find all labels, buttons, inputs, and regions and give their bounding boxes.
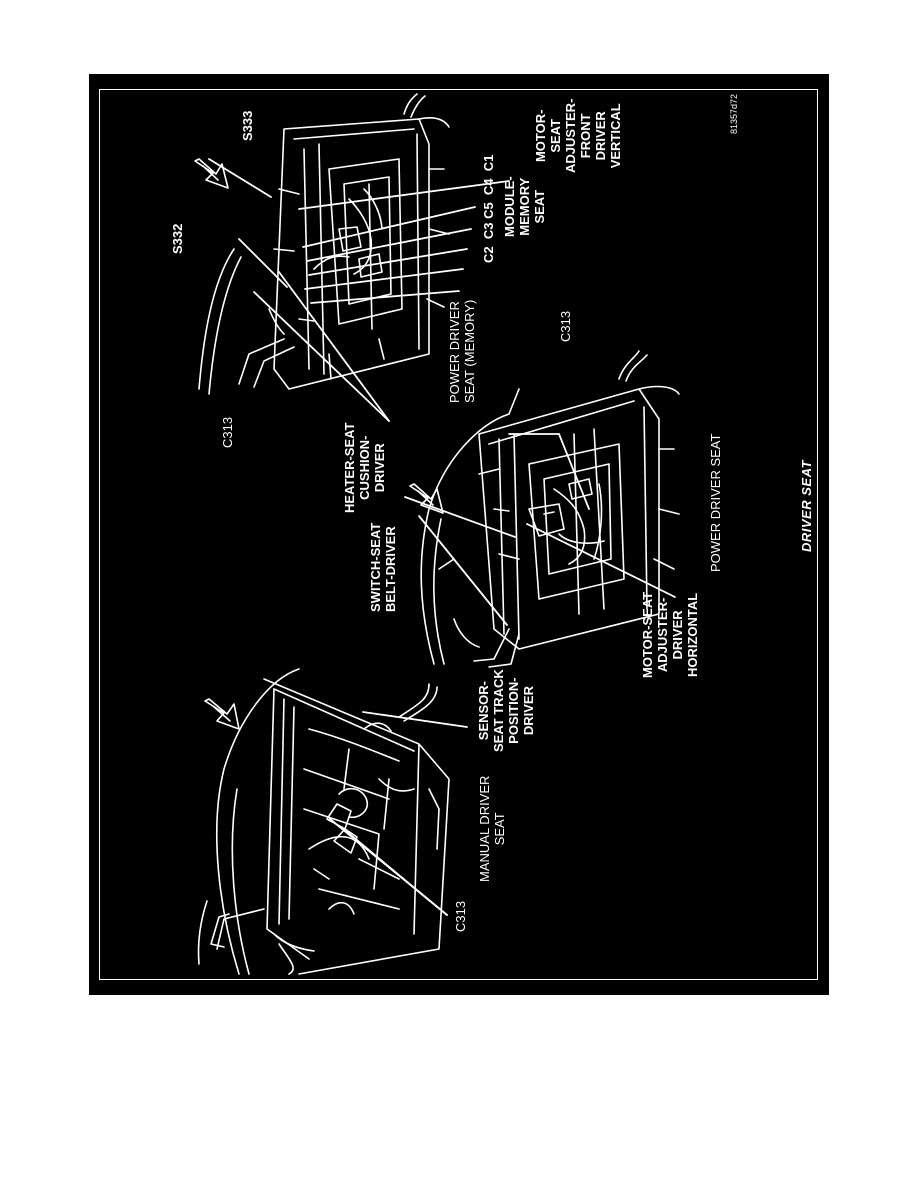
diagram-frame [89,74,829,995]
memory-seat-drawing [194,93,450,395]
leader-lines [208,158,676,916]
seat-illustrations [194,93,680,975]
manual-seat-drawing [197,668,450,975]
diagram-border [99,89,818,980]
power-seat-drawing [409,350,680,668]
